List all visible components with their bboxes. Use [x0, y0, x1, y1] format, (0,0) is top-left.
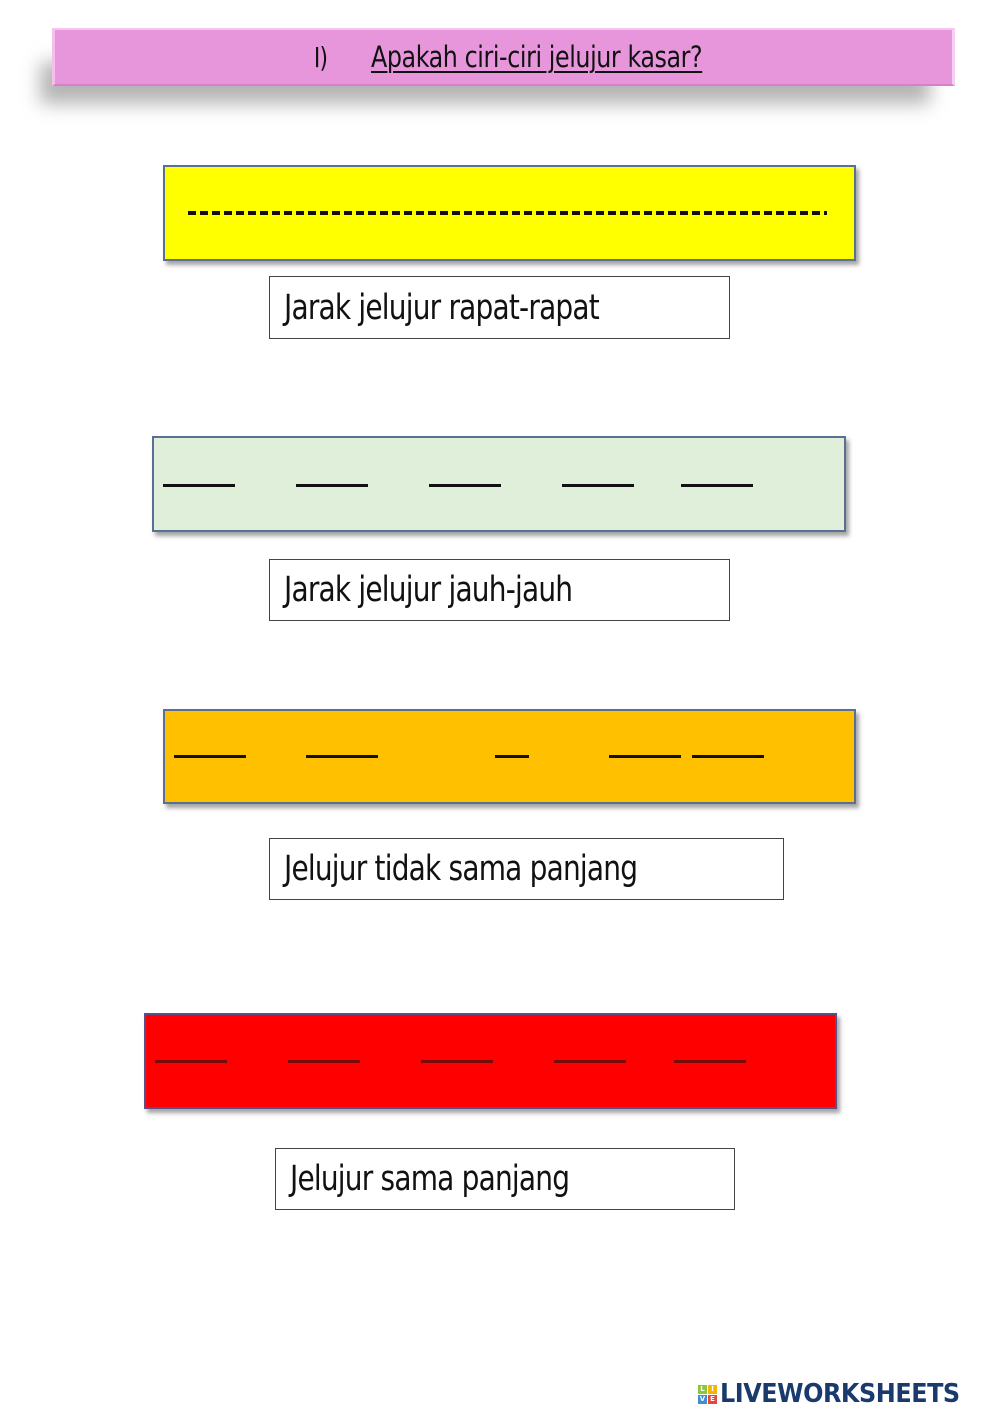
dense-dash-line [188, 211, 827, 215]
stitch-dash [495, 755, 529, 758]
answer-drop-box-2[interactable]: Jarak jelujur jauh-jauh [269, 559, 730, 621]
stitch-dash [554, 1060, 626, 1063]
logo-text: LIVEWORKSHEETS [720, 1379, 960, 1409]
stitch-sample-far-apart [152, 436, 846, 532]
stitch-dash [681, 484, 753, 487]
answer-drop-box-3[interactable]: Jelujur tidak sama panjang [269, 838, 784, 900]
stitch-dash [306, 755, 378, 758]
logo-tile-e: E [708, 1394, 717, 1404]
stitch-dash [609, 755, 681, 758]
logo-tile-v: V [698, 1394, 707, 1404]
stitch-dash [562, 484, 634, 487]
live-tiles-icon: L I V E [698, 1384, 717, 1404]
stitch-dash [429, 484, 501, 487]
answer-label-1: Jarak jelujur rapat-rapat [284, 287, 600, 328]
question-number: I) [313, 40, 328, 74]
stitch-dash [155, 1060, 227, 1063]
logo-tile-l: L [698, 1384, 707, 1394]
answer-label-3: Jelujur tidak sama panjang [284, 849, 638, 889]
stitch-dash [674, 1060, 746, 1063]
question-title: Apakah ciri-ciri jelujur kasar? [371, 40, 703, 74]
question-header: I) Apakah ciri-ciri jelujur kasar? [52, 28, 955, 86]
stitch-sample-dense [163, 165, 856, 261]
stitch-dash [174, 755, 246, 758]
answer-drop-box-4[interactable]: Jelujur sama panjang [275, 1148, 735, 1210]
liveworksheets-logo: L I V E LIVEWORKSHEETS [698, 1379, 981, 1409]
stitch-dash [421, 1060, 493, 1063]
stitch-dash [296, 484, 368, 487]
logo-tile-i: I [708, 1384, 717, 1394]
stitch-dash [288, 1060, 360, 1063]
stitch-dash [163, 484, 235, 487]
answer-label-4: Jelujur sama panjang [290, 1159, 570, 1199]
stitch-sample-equal [144, 1013, 837, 1109]
answer-label-2: Jarak jelujur jauh-jauh [284, 570, 573, 610]
stitch-dash [692, 755, 764, 758]
answer-drop-box-1[interactable]: Jarak jelujur rapat-rapat [269, 276, 730, 339]
stitch-sample-irregular [163, 709, 856, 804]
